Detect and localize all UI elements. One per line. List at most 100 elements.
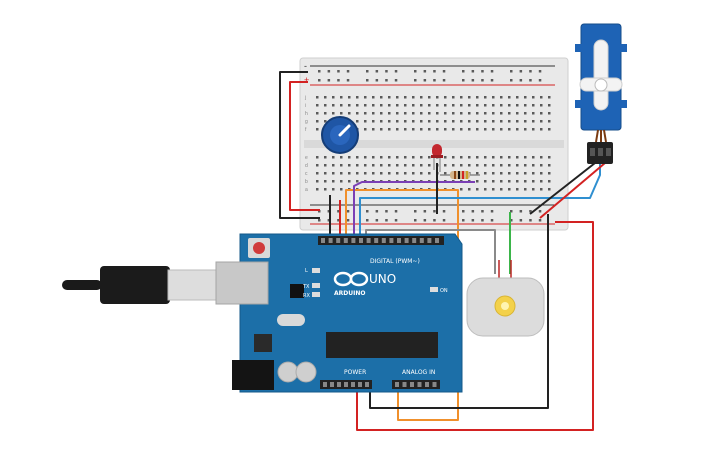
- analog-label: ANALOG IN: [402, 369, 435, 376]
- servo-motor[interactable]: [575, 23, 627, 164]
- breadboard-hole: [442, 79, 446, 82]
- wire-black-gnd-bottom[interactable]: [369, 214, 549, 409]
- usb-cable[interactable]: [62, 266, 219, 304]
- breadboard-hole: [404, 156, 407, 159]
- breadboard-hole: [524, 172, 527, 175]
- resistor[interactable]: [440, 171, 480, 179]
- breadboard-hole: [404, 164, 407, 167]
- breadboard-hole: [476, 104, 479, 107]
- header-pin: [321, 238, 325, 243]
- breadboard-hole: [372, 112, 375, 115]
- breadboard-hole: [316, 96, 319, 99]
- arduino-model: UNO: [369, 272, 396, 286]
- breadboard-hole: [540, 112, 543, 115]
- header-pin: [410, 382, 414, 387]
- breadboard-hole: [471, 70, 475, 73]
- breadboard-hole: [492, 120, 495, 123]
- header-pin: [427, 238, 432, 243]
- breadboard-hole: [462, 79, 465, 82]
- breadboard-hole: [324, 120, 327, 123]
- breadboard-hole: [364, 104, 367, 107]
- breadboard-hole: [476, 128, 479, 131]
- breadboard-hole: [423, 70, 427, 73]
- breadboard-hole: [476, 180, 479, 183]
- breadboard-hole: [423, 79, 427, 82]
- breadboard-hole: [484, 96, 487, 99]
- breadboard-hole: [468, 128, 471, 131]
- breadboard-hole: [364, 172, 367, 175]
- led-icon: [432, 144, 442, 157]
- breadboard-hole: [420, 120, 423, 123]
- breadboard-hole: [452, 112, 455, 115]
- header-pin: [374, 238, 379, 243]
- breadboard-hole: [508, 112, 511, 115]
- header-pin: [417, 382, 422, 387]
- breadboard-hole: [490, 219, 494, 222]
- wire-gray-motor[interactable]: [365, 229, 496, 274]
- breadboard-hole: [436, 128, 439, 131]
- breadboard-hole: [380, 112, 383, 115]
- arduino-uno[interactable]: UNO ARDUINO DIGITAL (PWM~) POWER ANALOG …: [215, 233, 463, 393]
- breadboard-hole: [492, 180, 495, 183]
- breadboard-hole: [476, 120, 479, 123]
- potentiometer[interactable]: [321, 116, 359, 154]
- breadboard-hole: [324, 188, 327, 191]
- breadboard-hole: [396, 104, 399, 107]
- breadboard-hole: [462, 210, 465, 213]
- breadboard-hole: [444, 164, 447, 167]
- breadboard-hole: [524, 156, 527, 159]
- wire-purple-led[interactable]: [353, 181, 475, 236]
- breadboard-hole: [540, 188, 543, 191]
- breadboard-hole: [538, 210, 542, 213]
- breadboard-hole: [420, 104, 423, 107]
- breadboard-hole: [340, 180, 343, 183]
- header-pin: [365, 382, 369, 387]
- on-label: ON: [440, 288, 448, 294]
- breadboard-hole: [471, 210, 475, 213]
- breadboard-hole: [510, 79, 513, 82]
- breadboard-hole: [396, 96, 399, 99]
- breadboard-hole: [476, 156, 479, 159]
- wire-black-servo[interactable]: [529, 162, 596, 215]
- breadboard-hole: [476, 172, 479, 175]
- rail-plus-label: +: [304, 75, 309, 85]
- breadboard-hole: [327, 70, 331, 73]
- breadboard-hole: [346, 70, 350, 73]
- breadboard-hole: [324, 156, 327, 159]
- breadboard-hole: [538, 70, 542, 73]
- wire-blue-servo[interactable]: [359, 163, 601, 236]
- breadboard-hole: [519, 70, 523, 73]
- breadboard-hole: [404, 104, 407, 107]
- wire-red-5v-bottom[interactable]: [356, 221, 594, 431]
- breadboard-hole: [316, 164, 319, 167]
- breadboard-hole: [332, 180, 335, 183]
- breadboard-hole: [444, 120, 447, 123]
- breadboard-hole: [500, 104, 503, 107]
- breadboard-hole: [532, 96, 535, 99]
- breadboard-hole: [412, 112, 415, 115]
- breadboard-hole: [366, 79, 369, 82]
- header-pin: [330, 382, 334, 387]
- breadboard-hole: [428, 104, 431, 107]
- breadboard-hole: [468, 188, 471, 191]
- breadboard-hole: [316, 188, 319, 191]
- breadboard-hole: [388, 164, 391, 167]
- wire-red-servo[interactable]: [539, 162, 606, 219]
- breadboard-hole: [492, 172, 495, 175]
- breadboard-hole: [436, 112, 439, 115]
- breadboard-hole: [462, 70, 465, 73]
- wire-red-rail-left[interactable]: [289, 81, 320, 211]
- breadboard-hole: [524, 188, 527, 191]
- breadboard-hole: [548, 112, 551, 115]
- breadboard-hole: [332, 104, 335, 107]
- breadboard-hole: [492, 156, 495, 159]
- rx-label: RX: [303, 293, 310, 299]
- breadboard-hole: [540, 96, 543, 99]
- breadboard-hole: [484, 156, 487, 159]
- dc-motor[interactable]: [466, 260, 545, 337]
- wire-black-rail-left[interactable]: [279, 71, 320, 219]
- led[interactable]: [431, 144, 443, 172]
- breadboard-hole: [468, 156, 471, 159]
- breadboard-hole: [414, 79, 417, 82]
